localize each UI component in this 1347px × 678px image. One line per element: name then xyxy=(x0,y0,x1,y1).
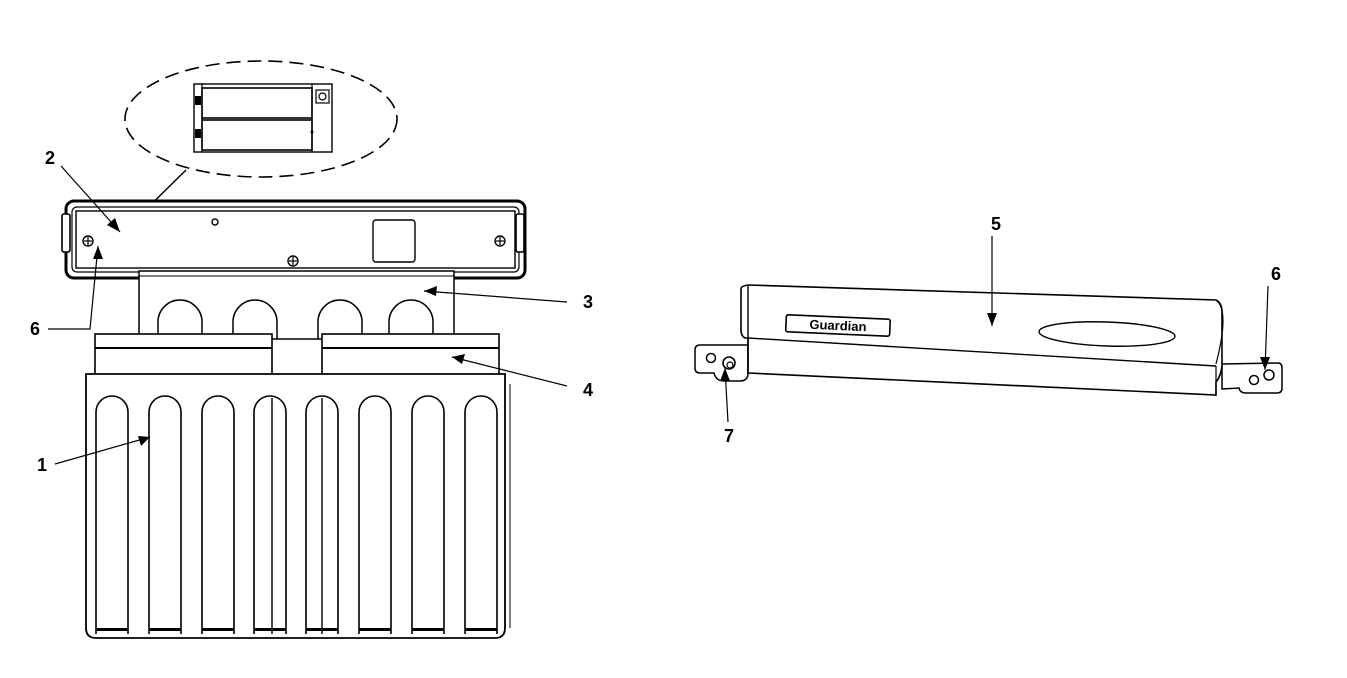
leader-6-left xyxy=(48,245,99,330)
tray-slot xyxy=(95,395,129,634)
tray-slot-base xyxy=(465,628,497,631)
square-cutout xyxy=(372,219,416,263)
leader-2 xyxy=(60,165,121,233)
screw-left xyxy=(82,235,94,247)
leader-4 xyxy=(451,356,568,387)
tray-slot xyxy=(464,395,498,634)
callout-3: 3 xyxy=(583,292,593,312)
leader-6-right xyxy=(1264,285,1269,371)
small-hole xyxy=(211,218,219,226)
connector-detail-view xyxy=(124,60,398,178)
screw-bottom xyxy=(287,255,299,267)
tray-slot-base xyxy=(254,628,286,631)
guardian-brand-text: Guardian xyxy=(809,317,867,334)
tray-slot xyxy=(305,395,339,634)
guardian-cover-assembly: Guardian xyxy=(694,236,1283,423)
screw-right xyxy=(494,235,506,247)
battery-left xyxy=(94,333,273,377)
callout-7: 7 xyxy=(724,426,734,446)
tray-slot-base xyxy=(96,628,128,631)
tray-slot xyxy=(201,395,235,634)
tray-slot xyxy=(253,395,287,634)
battery-bracket xyxy=(138,270,455,340)
callout-6-right: 6 xyxy=(1271,264,1281,284)
callout-6-left: 6 xyxy=(30,319,40,339)
leader-1 xyxy=(54,436,151,465)
tray-slot-base xyxy=(412,628,444,631)
callout-5: 5 xyxy=(991,214,1001,234)
tray-slot xyxy=(411,395,445,634)
tray-slot-base xyxy=(359,628,391,631)
callout-4: 4 xyxy=(583,380,593,400)
tray-slot-base xyxy=(149,628,181,631)
tray-slot xyxy=(358,395,392,634)
tray-slot xyxy=(148,395,182,634)
battery-tray-assembly xyxy=(48,60,568,639)
callout-2: 2 xyxy=(45,148,55,168)
callout-1: 1 xyxy=(37,455,47,475)
battery-cover: Guardian xyxy=(694,284,1283,396)
tray-slot-base xyxy=(202,628,234,631)
battery-tray xyxy=(85,373,511,639)
guardian-badge: Guardian xyxy=(784,314,892,337)
connector-plate xyxy=(61,199,527,280)
battery-right xyxy=(321,333,500,377)
leader-3 xyxy=(423,290,568,303)
